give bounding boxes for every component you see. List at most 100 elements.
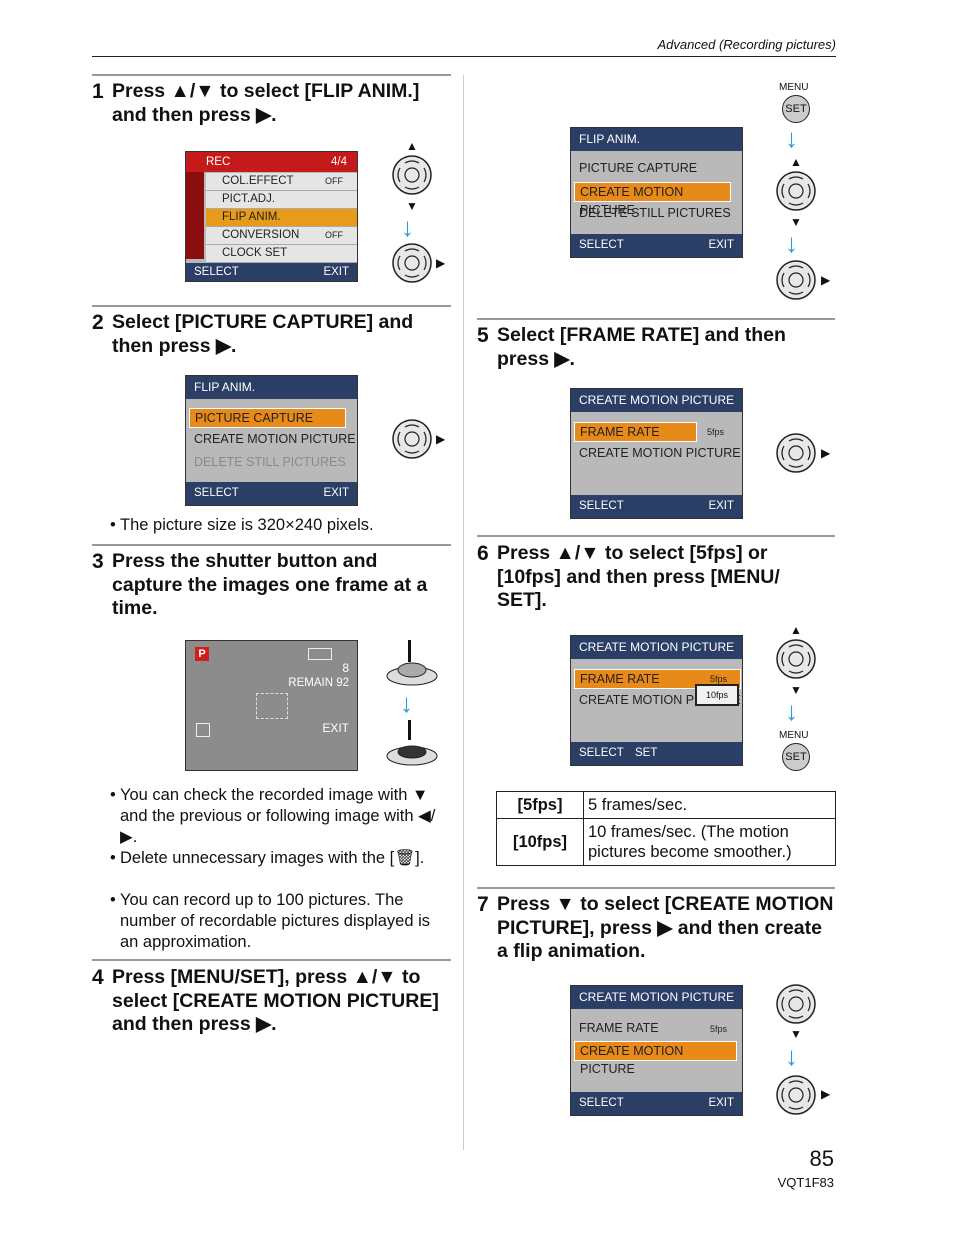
- right-arrow-icon: ▶: [436, 256, 446, 270]
- rec-menu-header: REC 4/4: [186, 152, 357, 172]
- remain-count: REMAIN 92: [288, 677, 349, 689]
- screen-footer: SELECT EXIT: [571, 495, 742, 518]
- shutter-sequence: ↓: [382, 640, 442, 775]
- step-number: 7: [477, 893, 489, 916]
- footer-exit: EXIT: [708, 1097, 734, 1109]
- note-text: You can record up to 100 pictures. The n…: [120, 891, 430, 951]
- live-view-screen: P 8 REMAIN 92 EXIT: [185, 640, 358, 771]
- stabilizer-icon: [196, 723, 210, 737]
- note-bullet: • Delete unnecessary images with the [🗑]…: [110, 848, 450, 890]
- table-key: [10fps]: [496, 818, 584, 866]
- menu-item-selected: CREATE MOTION PICTURE: [574, 182, 731, 217]
- menu-item: CREATE MOTION PICTURE: [194, 432, 356, 446]
- down-arrow-icon: ▼: [790, 215, 802, 229]
- screen-header: FLIP ANIM.: [571, 128, 742, 151]
- battery-icon: [308, 648, 332, 660]
- footer-select: SELECT: [194, 266, 239, 278]
- menu-item: CREATE MOTION PICTURE: [579, 446, 741, 460]
- step-5: 5 Select [FRAME RATE] and then press ▶.: [477, 324, 835, 374]
- footer-select: SELECT: [579, 1097, 624, 1109]
- cursor-keypad-icon: [776, 260, 816, 300]
- note-bullet: • You can record up to 100 pictures. The…: [110, 890, 450, 953]
- rec-menu-title: REC: [206, 156, 231, 168]
- step-1: 1 Press ▲/▼ to select [FLIP ANIM.] and t…: [92, 80, 452, 130]
- menu-set-button-icon: SET: [782, 743, 810, 771]
- footer-exit: EXIT: [323, 487, 349, 499]
- step-separator: [477, 887, 835, 889]
- right-arrow-icon: ▶: [821, 446, 831, 460]
- section-title: Advanced (Recording pictures): [657, 37, 836, 52]
- fps-table: [5fps] 5 frames/sec. [10fps] 10 frames/s…: [496, 791, 836, 866]
- rec-menu-screen: REC 4/4 COL.EFFECT OFF PICT.ADJ. FLIP AN…: [185, 151, 358, 282]
- p-mode-icon: P: [195, 647, 209, 661]
- footer-select: SELECT: [579, 500, 624, 512]
- menu-label: MENU: [779, 730, 809, 741]
- step-number: 1: [92, 80, 104, 103]
- cursor-keypad-icon: [392, 419, 432, 459]
- menu-item: DELETE STILL PICTURES: [579, 206, 731, 220]
- shutter-button-icon: [386, 662, 438, 686]
- rec-menu-row: COL.EFFECT OFF: [206, 173, 357, 191]
- down-arrow-icon: ▼: [790, 1027, 802, 1041]
- column-divider: [463, 75, 464, 1150]
- screen-header: FLIP ANIM.: [186, 376, 357, 399]
- down-arrow-icon: ▼: [790, 683, 802, 697]
- cursor-keypad-icon: [776, 639, 816, 679]
- step-6: 6 Press ▲/▼ to select [5fps] or [10fps] …: [477, 542, 835, 617]
- row-label: COL.EFFECT: [222, 175, 294, 187]
- cursor-keypad-icon: [392, 155, 432, 195]
- screen-footer: SELECT SET: [571, 742, 742, 765]
- step-separator: [92, 74, 451, 76]
- flow-arrow-icon: ↓: [785, 1041, 798, 1071]
- fps-value: 5fps: [707, 427, 725, 437]
- bullet-dot: •: [110, 516, 116, 534]
- create-motion-screen: CREATE MOTION PICTURE FRAME RATE 5fps CR…: [570, 635, 743, 766]
- note-bullet: • You can check the recorded image with …: [110, 785, 450, 848]
- rec-menu-row: CONVERSION OFF: [206, 227, 357, 245]
- press-arrow-icon: [408, 640, 411, 662]
- cursor-keypad-icon: [776, 1075, 816, 1115]
- step-number: 3: [92, 550, 104, 573]
- step-text: Press the shutter button and capture the…: [112, 550, 428, 619]
- key-sequence-1: ▲ ▼ ↓ ▶: [388, 140, 448, 285]
- step-separator: [92, 959, 451, 961]
- menu-label: MENU: [779, 82, 809, 93]
- screen-footer: SELECT EXIT: [571, 234, 742, 257]
- row-value: OFF: [325, 230, 343, 240]
- menu-set-button-icon: SET: [782, 95, 810, 123]
- up-arrow-icon: ▲: [790, 155, 802, 169]
- menu-item-selected: FRAME RATE: [574, 422, 697, 442]
- footer-exit: EXIT: [708, 239, 734, 251]
- cursor-keypad-icon: [776, 433, 816, 473]
- flip-anim-screen: FLIP ANIM. PICTURE CAPTURE CREATE MOTION…: [570, 127, 743, 258]
- rec-menu-row: CLOCK SET: [206, 245, 357, 263]
- bullet-dot: •: [110, 786, 116, 804]
- row-label: PICT.ADJ.: [222, 193, 276, 205]
- screen-header: CREATE MOTION PICTURE: [571, 389, 742, 412]
- footer-select: SELECT: [579, 239, 624, 251]
- shutter-button-icon: [386, 745, 438, 766]
- note-bullet: • The picture size is 320×240 pixels.: [110, 515, 450, 537]
- footer-select: SELECT: [579, 747, 624, 759]
- key-sequence-6: ▲ ▼ ↓ MENU SET: [772, 624, 834, 774]
- cursor-keypad-icon: [776, 171, 816, 211]
- step-text: Select [PICTURE CAPTURE] and then press …: [112, 311, 414, 357]
- af-frame: [256, 693, 288, 719]
- row-label: CLOCK SET: [222, 247, 288, 259]
- step-number: 4: [92, 966, 104, 989]
- step-text: Press [MENU/SET], press ▲/▼ to select [C…: [112, 966, 439, 1035]
- menu-item-selected: PICTURE CAPTURE: [189, 408, 346, 428]
- note-text: The picture size is 320×240 pixels.: [120, 516, 374, 534]
- flip-anim-screen: FLIP ANIM. PICTURE CAPTURE CREATE MOTION…: [185, 375, 358, 506]
- step-number: 5: [477, 324, 489, 347]
- row-label: CONVERSION: [222, 229, 300, 241]
- picture-count: 8: [342, 661, 349, 675]
- rec-menu-row-selected: FLIP ANIM.: [206, 209, 357, 227]
- footer-exit: EXIT: [323, 266, 349, 278]
- right-arrow-icon: ▶: [821, 273, 831, 287]
- step-text: Press ▲/▼ to select [FLIP ANIM.] and the…: [112, 80, 420, 126]
- footer-set: SET: [635, 747, 658, 759]
- note-text: You can check the recorded image with ▼ …: [120, 786, 436, 846]
- screen-header: CREATE MOTION PICTURE: [571, 636, 742, 659]
- step-separator: [92, 544, 451, 546]
